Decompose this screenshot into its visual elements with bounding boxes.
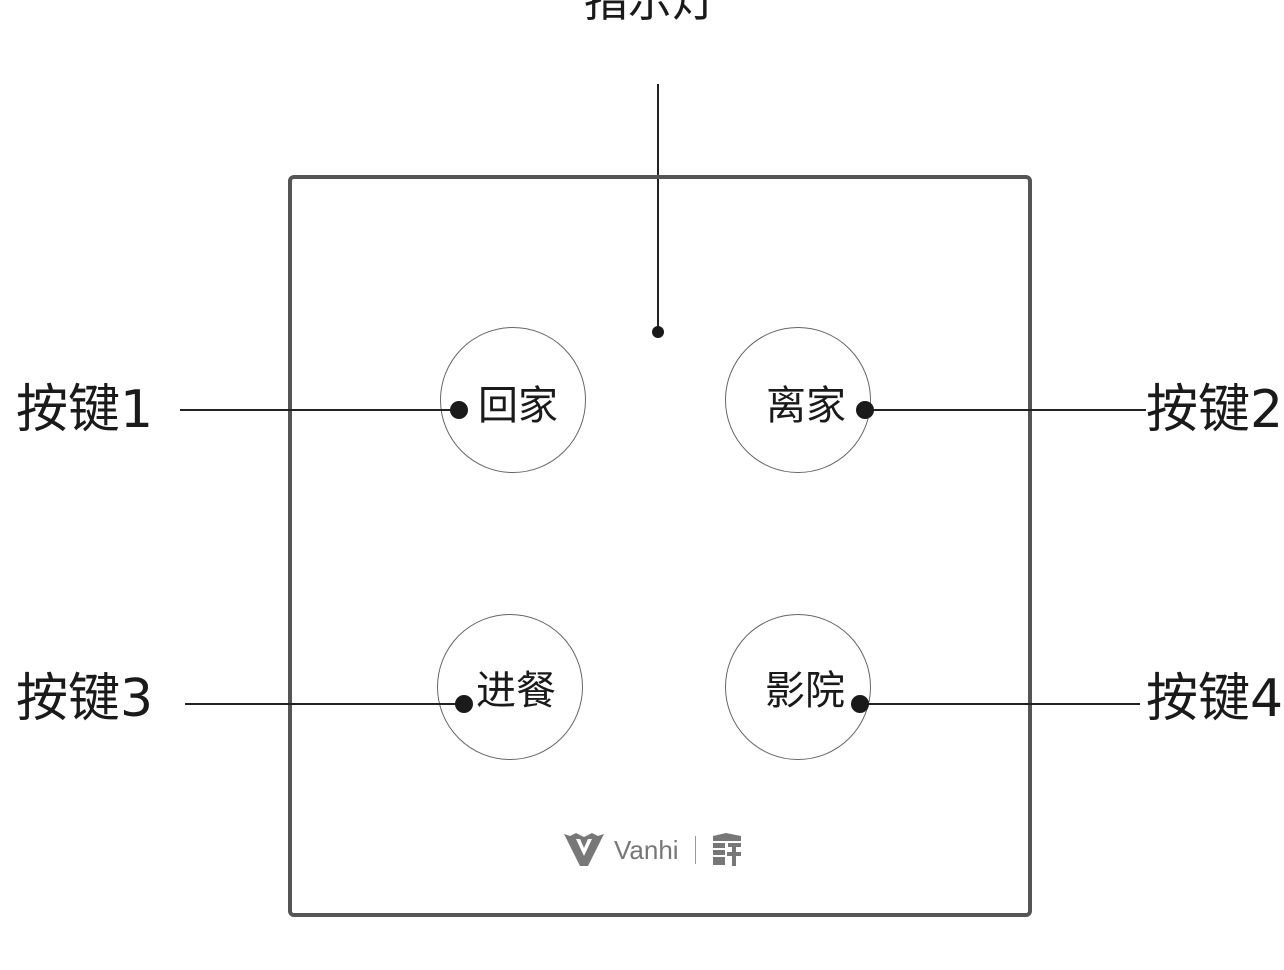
- indicator-label: 指示灯: [584, 0, 716, 27]
- key3-leader-line: [185, 703, 464, 705]
- brand-footer: Vanhi: [562, 830, 744, 870]
- key3-label: 按键3: [16, 669, 154, 729]
- key4-leader-line: [860, 703, 1140, 705]
- brand-name: Vanhi: [614, 834, 679, 865]
- indicator-light: [652, 326, 664, 338]
- button-home-label: 回家: [478, 383, 558, 429]
- button-away-label: 离家: [766, 383, 846, 429]
- button-away[interactable]: [725, 327, 871, 473]
- switch-panel: [288, 175, 1032, 917]
- vanhi-v-logo-icon: [564, 833, 604, 866]
- partner-logo-icon: [712, 833, 741, 866]
- key1-leader-line: [180, 409, 459, 411]
- button-cinema[interactable]: [725, 614, 871, 760]
- button-cinema-label: 影院: [765, 668, 845, 714]
- button-dining-label: 进餐: [476, 668, 556, 714]
- key4-anchor-dot: [851, 695, 869, 713]
- key2-label: 按键2: [1146, 380, 1284, 440]
- key2-leader-line: [865, 409, 1146, 411]
- button-dining[interactable]: [437, 614, 583, 760]
- key1-anchor-dot: [450, 401, 468, 419]
- button-home[interactable]: [440, 327, 586, 473]
- key2-anchor-dot: [856, 401, 874, 419]
- key3-anchor-dot: [455, 695, 473, 713]
- brand-divider: [694, 836, 696, 864]
- key1-label: 按键1: [16, 380, 154, 440]
- indicator-leader-line: [657, 84, 659, 332]
- key4-label: 按键4: [1146, 669, 1284, 729]
